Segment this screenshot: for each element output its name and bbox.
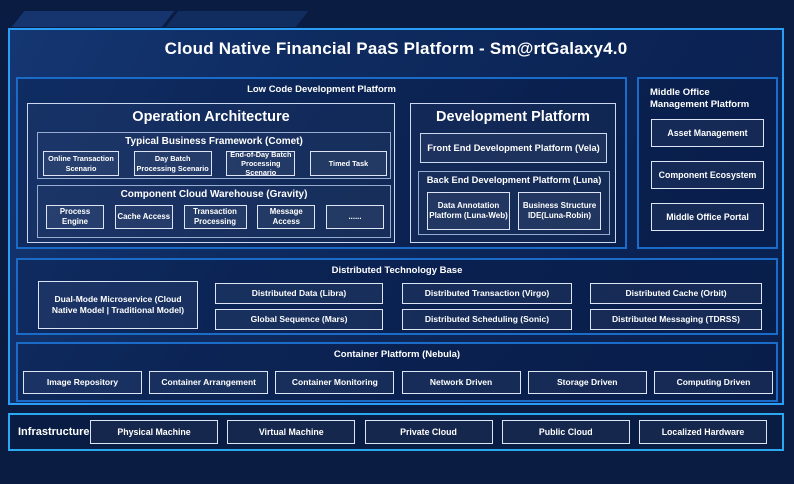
container-platform-items-row: Image Repository Container Arrangement C… (23, 371, 773, 394)
gravity-item: Message Access (257, 205, 316, 229)
comet-item: Timed Task (309, 151, 387, 176)
infrastructure-item: Private Cloud (364, 420, 493, 444)
distributed-column: Distributed Cache (Orbit) Distributed Me… (590, 283, 762, 330)
container-platform-item: Container Arrangement (149, 371, 269, 394)
back-end-item: Data Annotation Platform (Luna-Web) (427, 192, 510, 230)
infrastructure-section: Infrastructure Physical Machine Virtual … (8, 413, 784, 451)
container-platform-item: Network Driven (401, 371, 521, 394)
gravity-item: Process Engine (46, 205, 104, 229)
gravity-items-row: Process Engine Cache Access Transaction … (46, 205, 384, 229)
gravity-item: ...... (326, 205, 384, 229)
distributed-base-label: Distributed Technology Base (331, 265, 463, 276)
distributed-column: Distributed Data (Libra) Global Sequence… (215, 283, 383, 330)
comet-item: End-of-Day Batch Processing Scenario (226, 150, 296, 177)
distributed-technology-base-section: Distributed Technology Base Dual-Mode Mi… (16, 258, 778, 335)
middle-office-management-platform-section: Middle Office Management Platform Asset … (637, 77, 778, 249)
page-title: Cloud Native Financial PaaS Platform - S… (164, 39, 628, 58)
distributed-item: Distributed Transaction (Virgo) (402, 283, 572, 304)
development-platform-title: Development Platform (436, 109, 590, 125)
header-decoration-stripe (165, 11, 309, 27)
platform-diagram: Cloud Native Financial PaaS Platform - S… (8, 28, 784, 405)
back-end-label: Back End Development Platform (Luna) (426, 175, 602, 185)
distributed-item: Distributed Messaging (TDRSS) (590, 309, 762, 330)
container-platform-item: Storage Driven (527, 371, 647, 394)
infrastructure-item: Physical Machine (90, 420, 218, 444)
back-end-development-platform: Back End Development Platform (Luna) Dat… (418, 171, 610, 235)
distributed-item: Distributed Scheduling (Sonic) (402, 309, 572, 330)
typical-business-framework-comet: Typical Business Framework (Comet) Onlin… (37, 132, 391, 179)
low-code-section-label: Low Code Development Platform (247, 84, 396, 95)
dual-mode-microservice: Dual-Mode Microservice (Cloud Native Mod… (38, 281, 198, 329)
development-platform-panel: Development Platform Front End Developme… (410, 103, 616, 243)
front-end-development-platform: Front End Development Platform (Vela) (420, 133, 607, 163)
operation-architecture-title: Operation Architecture (132, 109, 290, 125)
header-decoration-stripe (11, 11, 175, 27)
distributed-item: Global Sequence (Mars) (215, 309, 383, 330)
infrastructure-label: Infrastructure (18, 426, 90, 438)
infrastructure-item: Public Cloud (501, 420, 630, 444)
comet-item: Day Batch Processing Scenario (133, 151, 212, 176)
container-platform-nebula-section: Container Platform (Nebula) Image Reposi… (16, 342, 778, 402)
infrastructure-item: Virtual Machine (227, 420, 356, 444)
low-code-development-platform-section: Low Code Development Platform Operation … (16, 77, 627, 249)
back-end-items-row: Data Annotation Platform (Luna-Web) Busi… (427, 192, 601, 230)
infrastructure-items-row: Physical Machine Virtual Machine Private… (90, 420, 767, 444)
gravity-label: Component Cloud Warehouse (Gravity) (120, 189, 308, 200)
comet-label: Typical Business Framework (Comet) (125, 136, 303, 147)
back-end-item: Business Structure IDE(Luna-Robin) (518, 192, 601, 230)
container-platform-item: Image Repository (23, 371, 142, 394)
gravity-item: Cache Access (114, 205, 173, 229)
container-platform-item: Computing Driven (653, 371, 773, 394)
middle-office-title: Middle Office Management Platform (650, 87, 750, 111)
comet-items-row: Online Transaction Scenario Day Batch Pr… (43, 150, 387, 177)
container-platform-item: Container Monitoring (275, 371, 395, 394)
middle-office-item: Middle Office Portal (651, 203, 764, 231)
gravity-item: Transaction Processing (183, 205, 247, 229)
container-platform-label: Container Platform (Nebula) (333, 349, 461, 360)
component-cloud-warehouse-gravity: Component Cloud Warehouse (Gravity) Proc… (37, 185, 391, 238)
distributed-item: Distributed Data (Libra) (215, 283, 383, 304)
middle-office-item: Component Ecosystem (651, 161, 764, 189)
middle-office-item: Asset Management (651, 119, 764, 147)
infrastructure-item: Localized Hardware (639, 420, 767, 444)
operation-architecture-panel: Operation Architecture Typical Business … (27, 103, 395, 243)
distributed-column: Distributed Transaction (Virgo) Distribu… (402, 283, 572, 330)
distributed-item: Distributed Cache (Orbit) (590, 283, 762, 304)
comet-item: Online Transaction Scenario (43, 151, 119, 176)
